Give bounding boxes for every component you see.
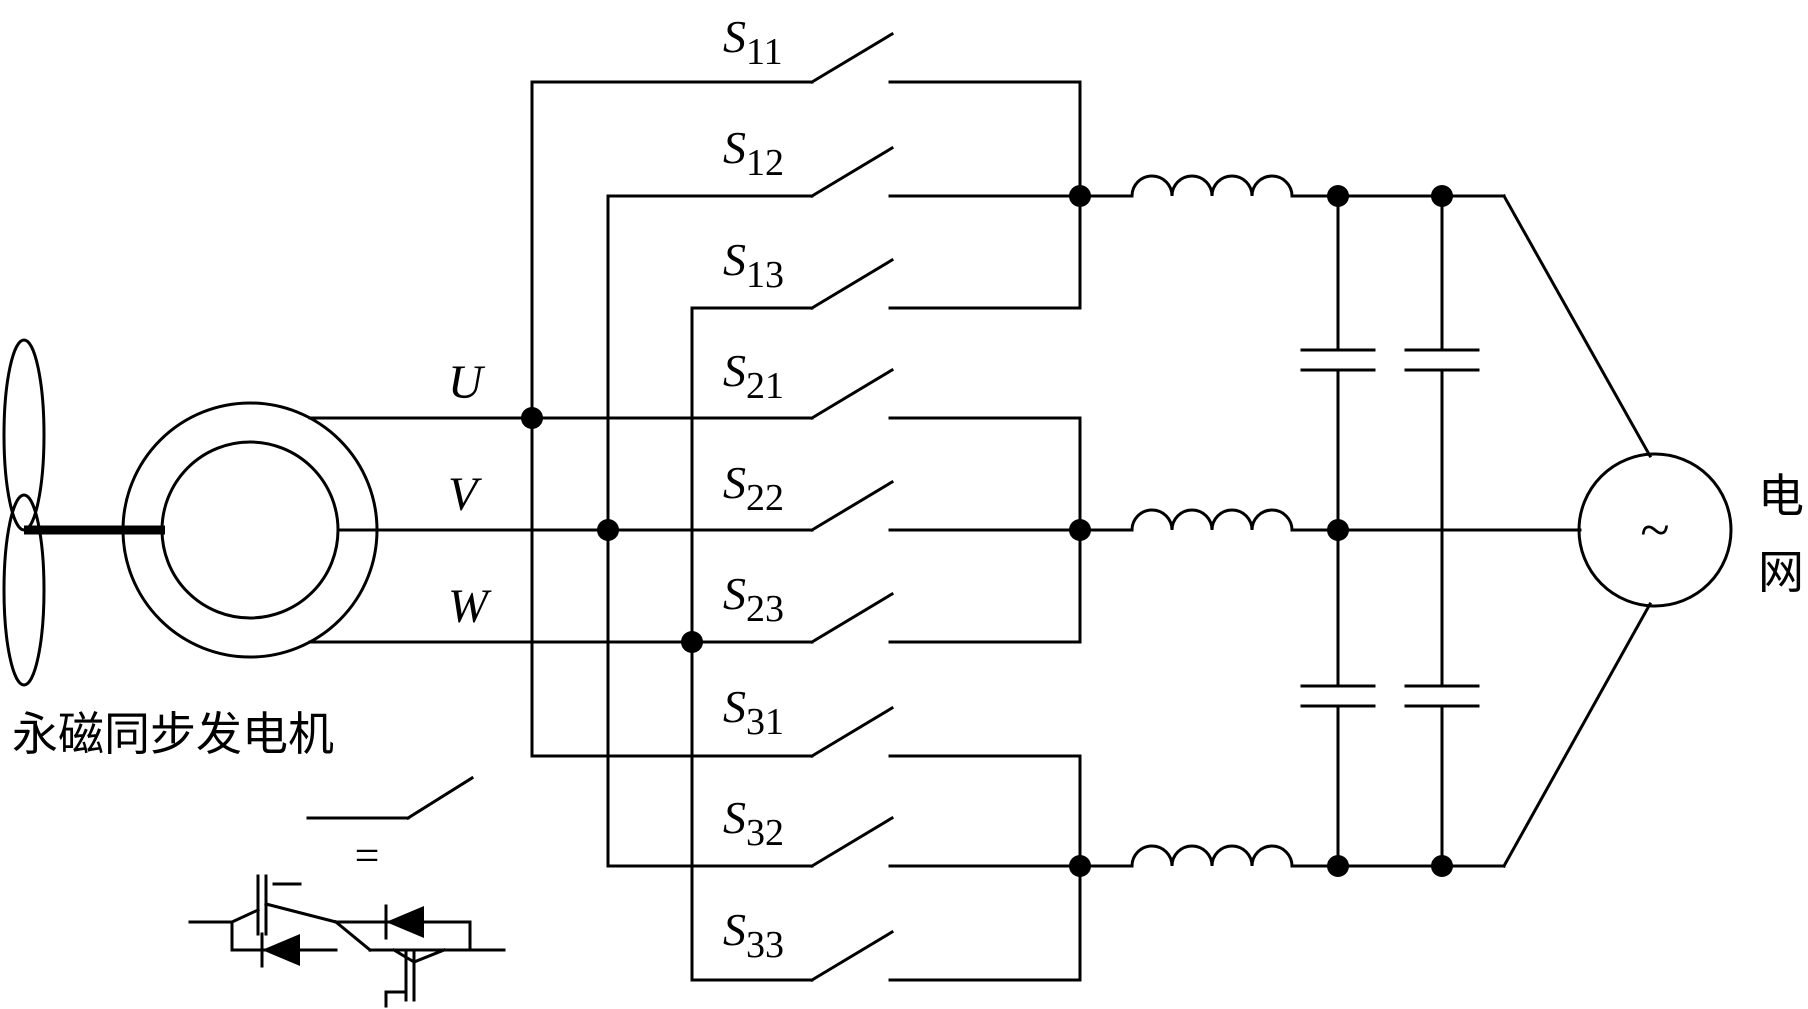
junction-dot [521,407,543,429]
grid-source: ~ [1501,193,1733,869]
filter-inductors [1078,174,1582,868]
phase-label-u: U [448,356,486,409]
junction-dot [1327,855,1349,877]
junction-dot [681,631,703,653]
equivalence-symbol: = [355,831,380,880]
junction-dot [1431,185,1453,207]
wind-turbine-blades [2,338,165,687]
switch-label: S33 [723,904,784,966]
switch-label: S11 [723,11,783,73]
switch-label: S21 [723,345,784,407]
junction-dot [1327,185,1349,207]
junction-dot [597,519,619,541]
switch-label: S22 [723,457,784,519]
junction-dot [1327,519,1349,541]
grid-label: 网 [1758,545,1804,599]
grid-label: 电 [1758,469,1804,523]
switch-equivalence-legend: = [188,775,506,1008]
generator-label: 永磁同步发电机 [12,707,334,761]
phase-lines [308,416,814,644]
switch-labels: S11 S12 S13 S21 S22 S23 S31 S32 S33 [723,11,784,966]
output-collectors [888,80,1082,982]
junction-dot [1431,855,1453,877]
switch-label: S13 [723,234,784,296]
switch-label: S23 [723,568,784,630]
switch-label: S32 [723,792,784,854]
ac-source-symbol: ~ [1640,500,1669,560]
phase-label-v: V [448,468,482,521]
switch-label: S12 [723,122,784,184]
switch-blades [809,31,895,983]
filter-capacitors [1300,194,1480,868]
phase-label-w: W [448,580,492,633]
switch-label: S31 [723,681,784,743]
